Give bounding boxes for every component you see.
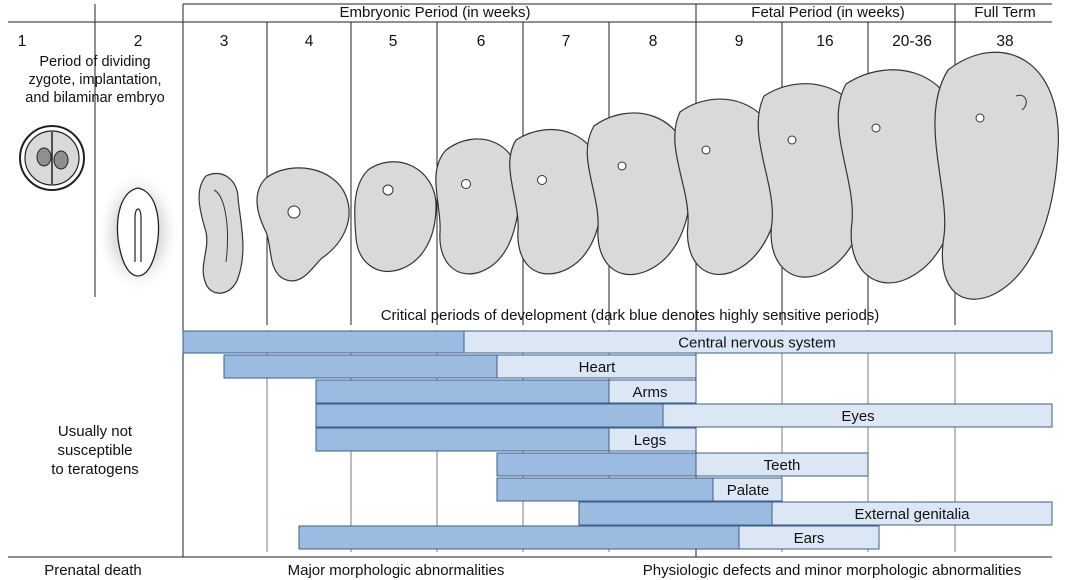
footer-physiologic-defects: Physiologic defects and minor morphologi… <box>643 562 1022 579</box>
bar-ears-highly-sensitive <box>299 526 739 549</box>
bar-label-palate: Palate <box>727 482 770 499</box>
bar-eyes-highly-sensitive <box>316 404 663 427</box>
bar-label-central-nervous-system: Central nervous system <box>678 335 836 352</box>
bar-external-genitalia: External genitalia <box>579 502 1052 525</box>
week-label-w2: 2 <box>134 33 143 50</box>
bar-central-nervous-system: Central nervous system <box>183 331 1052 353</box>
bar-label-heart: Heart <box>579 359 617 376</box>
header-row: Embryonic Period (in weeks) Fetal Period… <box>8 4 1052 22</box>
bar-label-legs: Legs <box>634 432 667 449</box>
bar-palate: Palate <box>497 478 782 501</box>
week-label-w38: 38 <box>996 33 1013 50</box>
bar-label-teeth: Teeth <box>764 457 801 474</box>
week-label-w9: 9 <box>735 33 744 50</box>
bar-heart-highly-sensitive <box>224 355 497 378</box>
embryo-week-6-illustration <box>436 139 520 274</box>
critical-periods-title: Critical periods of development (dark bl… <box>381 307 880 324</box>
bar-arms-highly-sensitive <box>316 380 609 403</box>
not-susceptible-line-2: susceptible <box>57 442 132 459</box>
embryo-week-4-illustration <box>257 168 349 281</box>
fetus-week-38-illustration <box>935 52 1058 299</box>
bar-external-genitalia-highly-sensitive <box>579 502 772 525</box>
bar-label-arms: Arms <box>633 384 668 401</box>
footer-prenatal-death: Prenatal death <box>44 562 142 579</box>
bar-label-external-genitalia: External genitalia <box>854 506 970 523</box>
embryo-week-5-illustration <box>355 162 436 272</box>
week-label-w20_36: 20-36 <box>892 33 932 50</box>
early-note-line-3: and bilaminar embryo <box>25 90 164 106</box>
early-period-note: Period of dividing zygote, implantation,… <box>25 54 164 106</box>
bar-label-eyes: Eyes <box>841 408 874 425</box>
system-sensitivity-bars: Central nervous systemHeartArmsEyesLegsT… <box>183 331 1052 549</box>
bar-palate-highly-sensitive <box>497 478 713 501</box>
early-note-line-1: Period of dividing <box>39 54 150 70</box>
embryo-week-3-illustration <box>199 173 243 293</box>
week-label-w1: 1 <box>18 33 27 50</box>
bar-teeth-highly-sensitive <box>497 453 696 476</box>
embryonic-period-header: Embryonic Period (in weeks) <box>340 4 531 21</box>
week-label-w7: 7 <box>562 33 571 50</box>
fetal-period-header: Fetal Period (in weeks) <box>751 4 904 21</box>
bar-legs: Legs <box>316 428 696 451</box>
week-label-w8: 8 <box>649 33 658 50</box>
bar-label-ears: Ears <box>794 530 825 547</box>
week-label-w6: 6 <box>477 33 486 50</box>
early-note-line-2: zygote, implantation, <box>29 72 162 88</box>
bar-legs-highly-sensitive <box>316 428 609 451</box>
bar-ears: Ears <box>299 526 879 549</box>
not-susceptible-note: Usually not susceptible to teratogens <box>51 423 139 478</box>
week-label-w4: 4 <box>305 33 314 50</box>
bar-central-nervous-system-highly-sensitive <box>183 331 464 353</box>
week-label-w5: 5 <box>389 33 398 50</box>
not-susceptible-line-3: to teratogens <box>51 461 139 478</box>
zygote-illustration <box>20 126 84 190</box>
week-label-w16: 16 <box>816 33 833 50</box>
bar-eyes: Eyes <box>316 404 1052 427</box>
week-labels: 1 2 3 4 5 6 7 8 9 16 20-36 38 <box>18 33 1014 50</box>
bar-teeth: Teeth <box>497 453 868 476</box>
bar-heart: Heart <box>224 355 696 378</box>
week-label-w3: 3 <box>220 33 229 50</box>
full-term-header: Full Term <box>974 4 1035 21</box>
not-susceptible-line-1: Usually not <box>58 423 133 440</box>
bar-arms: Arms <box>316 380 696 403</box>
footer-major-abnormalities: Major morphologic abnormalities <box>288 562 505 579</box>
embryo-fetus-illustrations <box>199 52 1058 299</box>
bilaminar-embryo-illustration <box>96 170 180 294</box>
